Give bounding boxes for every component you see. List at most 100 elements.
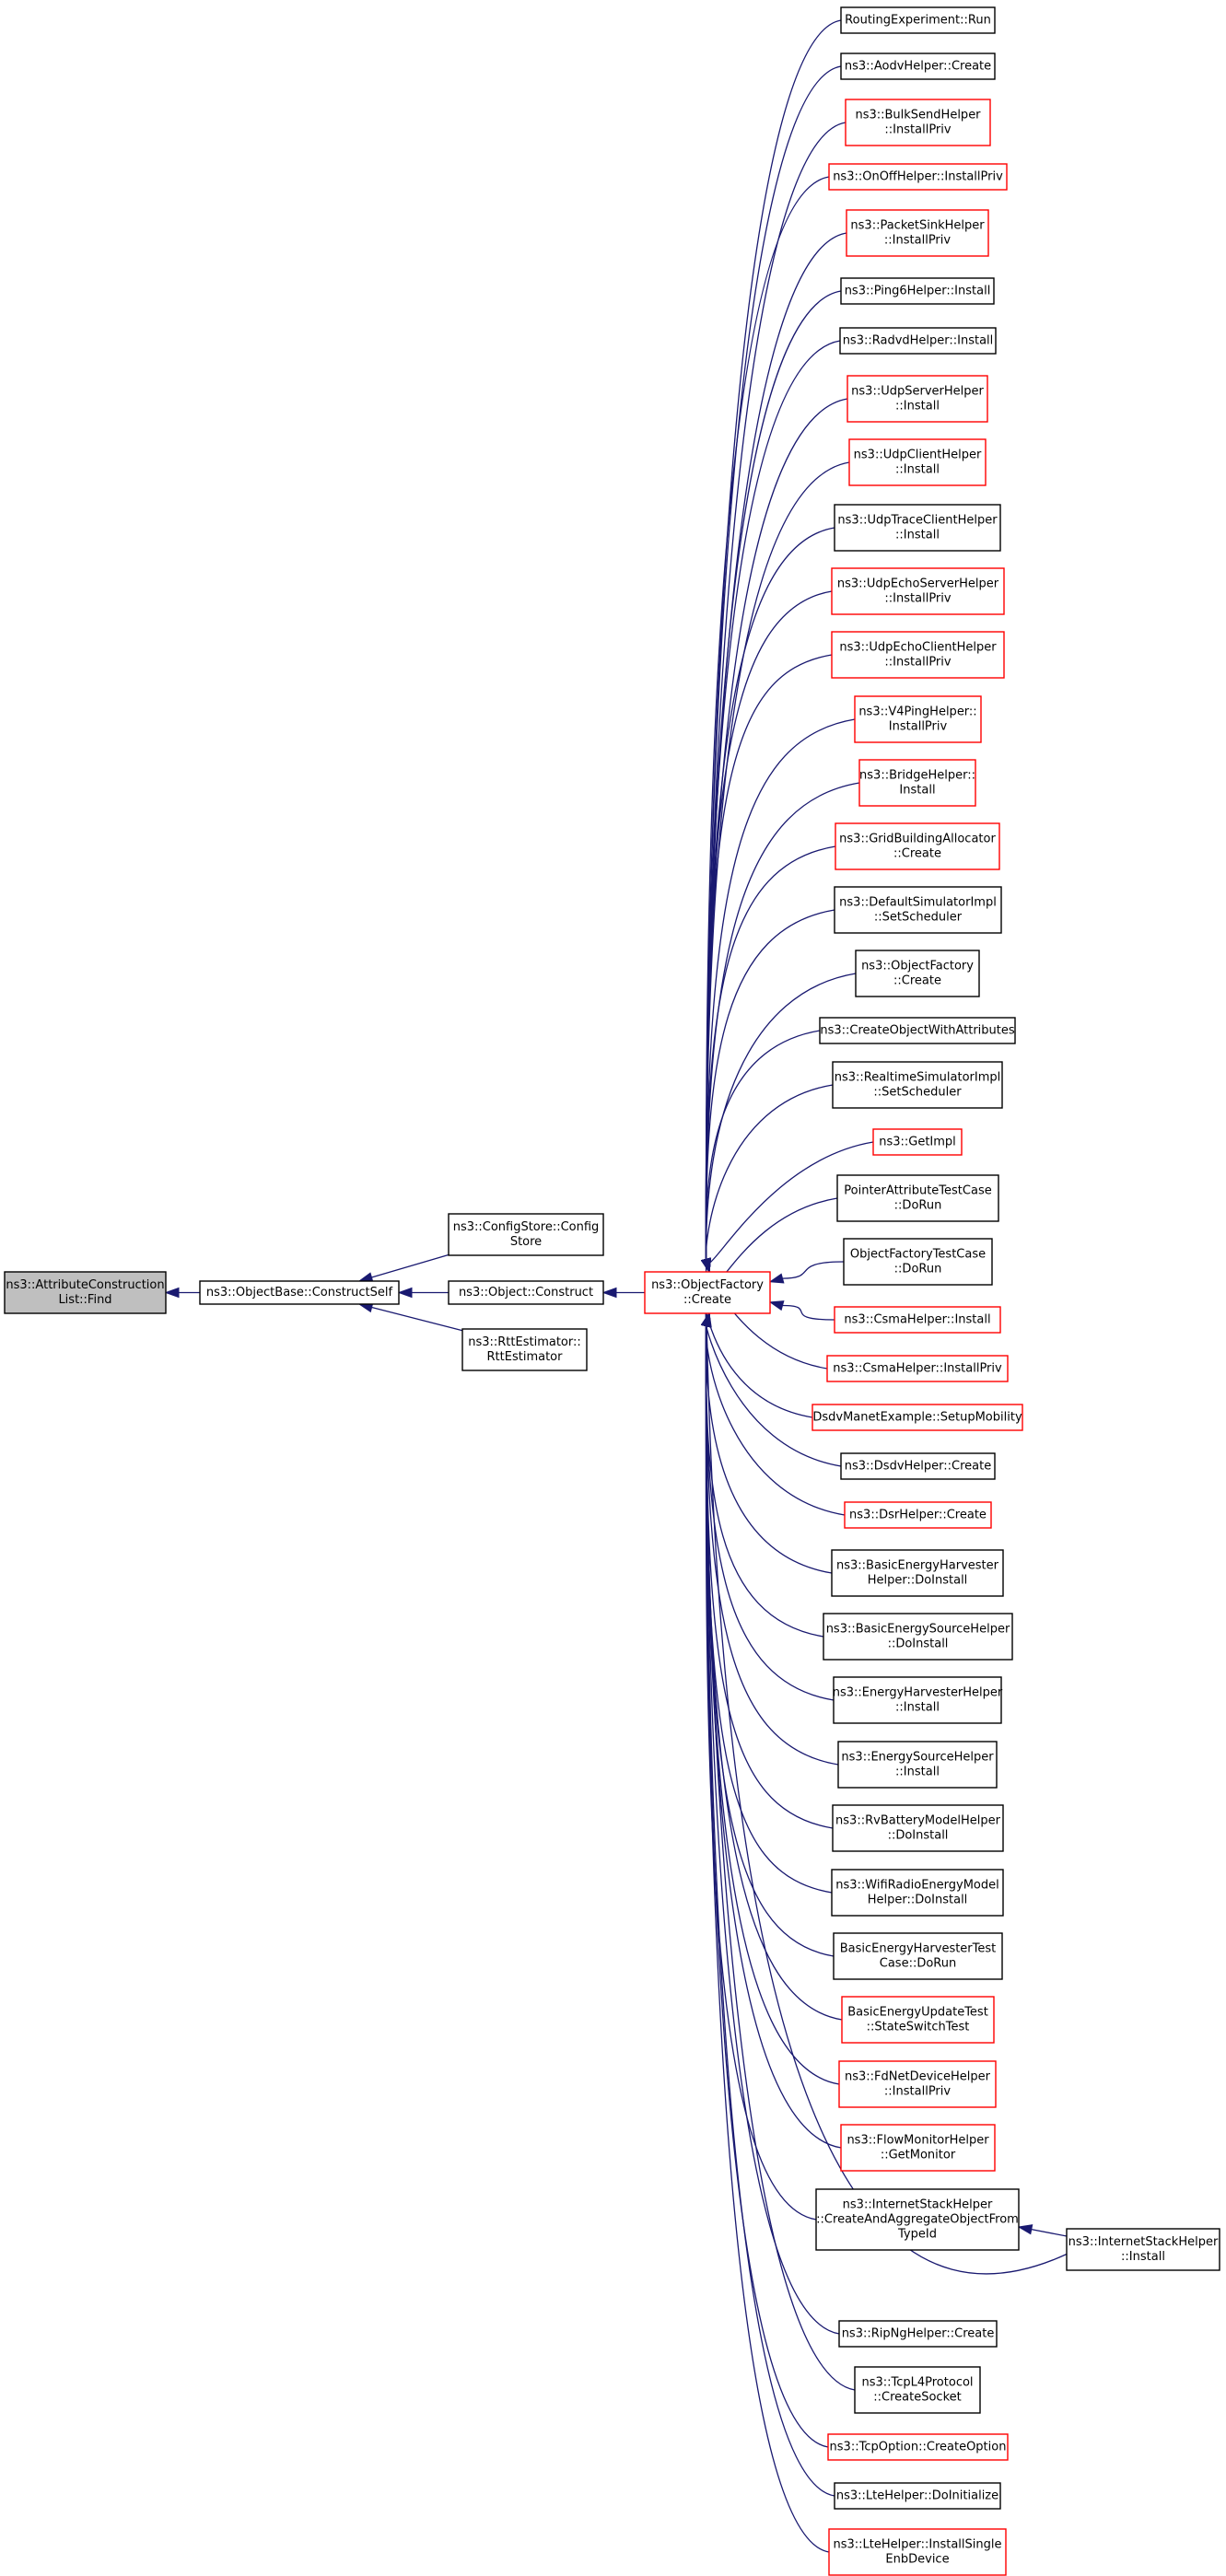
node-ns3-tcpl4protocol-createsocket[interactable]: ns3::TcpL4Protocol::CreateSocket [854,2366,981,2414]
node-ns3-bridgehelper-install[interactable]: ns3::BridgeHelper::Install [858,759,976,807]
edge-internetstackinstall-to-createandaggregate-arrowhead [1017,2224,1033,2235]
node-label-line: ::InstallPriv [884,123,951,137]
node-ns3-ltehelper-doinitialize[interactable]: ns3::LteHelper::DoInitialize [834,2482,1001,2510]
node-box [843,1238,993,1286]
node-ns3-rttestimator-rttestimator[interactable]: ns3::RttEstimator::RttEstimator [461,1328,588,1371]
node-label-line: ::InstallPriv [884,656,951,670]
node-label-line: ns3::ObjectFactory [651,1278,764,1292]
node-box [832,1061,1003,1109]
node-label-line: ns3::EnergyHarvesterHelper [833,1686,1003,1700]
node-box [848,438,987,486]
node-box [855,950,980,997]
node-label-line: ns3::UdpEchoServerHelper [837,577,999,591]
node-basicenergyupdatetest-stateswitchtest[interactable]: BasicEnergyUpdateTest::StateSwitchTest [841,1996,995,2044]
node-ns3-gridbuildingallocator-create[interactable]: ns3::GridBuildingAllocator::Create [835,822,1000,870]
node-ns3-realtimesimulatorimpl-setscheduler[interactable]: ns3::RealtimeSimulatorImpl::SetScheduler [832,1061,1003,1109]
node-ns3-radvdhelper-install[interactable]: ns3::RadvdHelper::Install [839,327,997,355]
node-ns3-dsdvhelper-create[interactable]: ns3::DsdvHelper::Create [840,1452,996,1480]
node-ns3-ripnghelper-create[interactable]: ns3::RipNgHelper::Create [838,2320,998,2348]
node-box [854,2366,981,2414]
node-ns3-aodvhelper-create[interactable]: ns3::AodvHelper::Create [840,52,996,80]
node-ns3-onoffhelper-installpriv[interactable]: ns3::OnOffHelper::InstallPriv [828,163,1008,191]
node-label-line: ns3::DefaultSimulatorImpl [839,896,997,910]
node-box [826,1355,1009,1382]
node-label-line: Helper::DoInstall [868,1894,968,1907]
node-box [837,1741,998,1789]
node-label-line: ::Create [683,1293,731,1307]
node-routingexperiment-run[interactable]: RoutingExperiment::Run [840,6,996,34]
node-ns3-internetstackhelper-createandaggregateobjectfrom-typeid[interactable]: ns3::InternetStackHelper::CreateAndAggre… [815,2188,1020,2251]
node-label-line: ns3::GridBuildingAllocator [839,833,996,846]
node-ns3-dsrhelper-create[interactable]: ns3::DsrHelper::Create [844,1501,992,1529]
edge-c30-to-objectfactorycreate [705,1325,835,1701]
node-label-line: ObjectFactoryTestCase [850,1248,986,1262]
node-label-line: ns3::CsmaHelper::InstallPriv [833,1362,1002,1376]
node-label-line: ::Install [895,529,940,542]
node-ns3-wifiradioenergymodel-helper-doinstall[interactable]: ns3::WifiRadioEnergyModelHelper::DoInsta… [831,1869,1004,1917]
node-ns3-udpclienthelper-install[interactable]: ns3::UdpClientHelper::Install [848,438,987,486]
call-graph-nodes: ns3::AttributeConstructionList::Findns3:… [4,6,1220,2576]
node-label-line: ::InstallPriv [884,234,951,248]
node-ns3-basicenergysourcehelper-doinstall[interactable]: ns3::BasicEnergySourceHelper::DoInstall [823,1613,1013,1661]
node-ns3-udpechoclienthelper-installpriv[interactable]: ns3::UdpEchoClientHelper::InstallPriv [831,631,1005,679]
node-ns3-objectbase-constructself[interactable]: ns3::ObjectBase::ConstructSelf [199,1280,400,1305]
node-ns3-csmahelper-install[interactable]: ns3::CsmaHelper::Install [834,1306,1001,1334]
node-ns3-udpechoserverhelper-installpriv[interactable]: ns3::UdpEchoServerHelper::InstallPriv [831,567,1005,615]
node-ns3-energysourcehelper-install[interactable]: ns3::EnergySourceHelper::Install [837,1741,998,1789]
node-label-line: ns3::FlowMonitorHelper [847,2134,989,2148]
node-label-line: Case::DoRun [880,1957,956,1971]
edge-internetstackinstall-to-createandaggregate [1031,2229,1068,2237]
node-label-line: ::Install [1121,2250,1165,2264]
node-label-line: ns3::EnergySourceHelper [841,1751,994,1765]
node-box [823,1613,1013,1661]
node-ns3-objectfactory-create[interactable]: ns3::ObjectFactory::Create [855,950,980,997]
node-ns3-udptraceclienthelper-install[interactable]: ns3::UdpTraceClientHelper::Install [834,504,1001,552]
node-ns3-objectfactory-create[interactable]: ns3::ObjectFactory::Create [644,1271,771,1314]
node-ns3-flowmonitorhelper-getmonitor[interactable]: ns3::FlowMonitorHelper::GetMonitor [840,2124,996,2172]
node-objectfactorytestcase-dorun[interactable]: ObjectFactoryTestCase::DoRun [843,1238,993,1286]
node-ns3-fdnetdevicehelper-installpriv[interactable]: ns3::FdNetDeviceHelper::InstallPriv [838,2060,997,2108]
node-ns3-bulksendhelper-installpriv[interactable]: ns3::BulkSendHelper::InstallPriv [845,99,991,146]
node-box [811,1404,1023,1431]
node-ns3-packetsinkhelper-installpriv[interactable]: ns3::PacketSinkHelper::InstallPriv [846,209,989,257]
node-label-line: ns3::LteHelper::InstallSingle [834,2538,1002,2552]
node-ns3-udpserverhelper-install[interactable]: ns3::UdpServerHelper::Install [847,375,988,423]
node-ns3-v4pinghelper-installpriv[interactable]: ns3::V4PingHelper::InstallPriv [854,695,982,743]
node-box [839,327,997,355]
node-label-line: ::DoRun [894,1199,942,1213]
node-label-line: ns3::GetImpl [879,1136,956,1149]
node-ns3-tcpoption-createoption[interactable]: ns3::TcpOption::CreateOption [827,2433,1009,2461]
node-ns3-object-construct[interactable]: ns3::Object::Construct [448,1280,604,1305]
node-ns3-energyharvesterhelper-install[interactable]: ns3::EnergyHarvesterHelper::Install [833,1676,1003,1724]
node-label-line: ::Create [893,847,941,861]
node-label-line: ns3::CsmaHelper::Install [844,1313,990,1327]
node-ns3-internetstackhelper-install[interactable]: ns3::InternetStackHelper::Install [1066,2228,1220,2271]
node-pointerattributetestcase-dorun[interactable]: PointerAttributeTestCase::DoRun [836,1174,999,1222]
node-ns3-configstore-config-store[interactable]: ns3::ConfigStore::ConfigStore [448,1213,604,1256]
node-ns3-basicenergyharvester-helper-doinstall[interactable]: ns3::BasicEnergyHarvesterHelper::DoInsta… [831,1549,1004,1597]
node-box [840,52,996,80]
node-ns3-createobjectwithattributes[interactable]: ns3::CreateObjectWithAttributes [819,1017,1016,1044]
node-ns3-defaultsimulatorimpl-setscheduler[interactable]: ns3::DefaultSimulatorImpl::SetScheduler [834,886,1002,934]
edge-objectconstruct-to-constructself-arrowhead [397,1287,413,1299]
node-box [1066,2228,1220,2271]
node-ns3-getimpl[interactable]: ns3::GetImpl [872,1128,963,1156]
node-box [644,1271,771,1314]
node-box [831,1869,1004,1917]
node-ns3-rvbatterymodelhelper-doinstall[interactable]: ns3::RvBatteryModelHelper::DoInstall [832,1804,1004,1852]
node-box [845,99,991,146]
edge-c22-to-objectfactorycreate-arrowhead [768,1273,785,1284]
node-label-line: ns3::UdpTraceClientHelper [837,514,998,528]
node-label-line: ns3::UdpClientHelper [854,449,982,462]
node-ns3-csmahelper-installpriv[interactable]: ns3::CsmaHelper::InstallPriv [826,1355,1009,1382]
edge-c23-to-objectfactorycreate-arrowhead [768,1300,785,1311]
node-ns3-ping6helper-install[interactable]: ns3::Ping6Helper::Install [840,277,995,305]
node-box [831,567,1005,615]
node-box [847,375,988,423]
node-box [841,1996,995,2044]
node-dsdvmanetexample-setupmobility[interactable]: DsdvManetExample::SetupMobility [811,1404,1023,1431]
